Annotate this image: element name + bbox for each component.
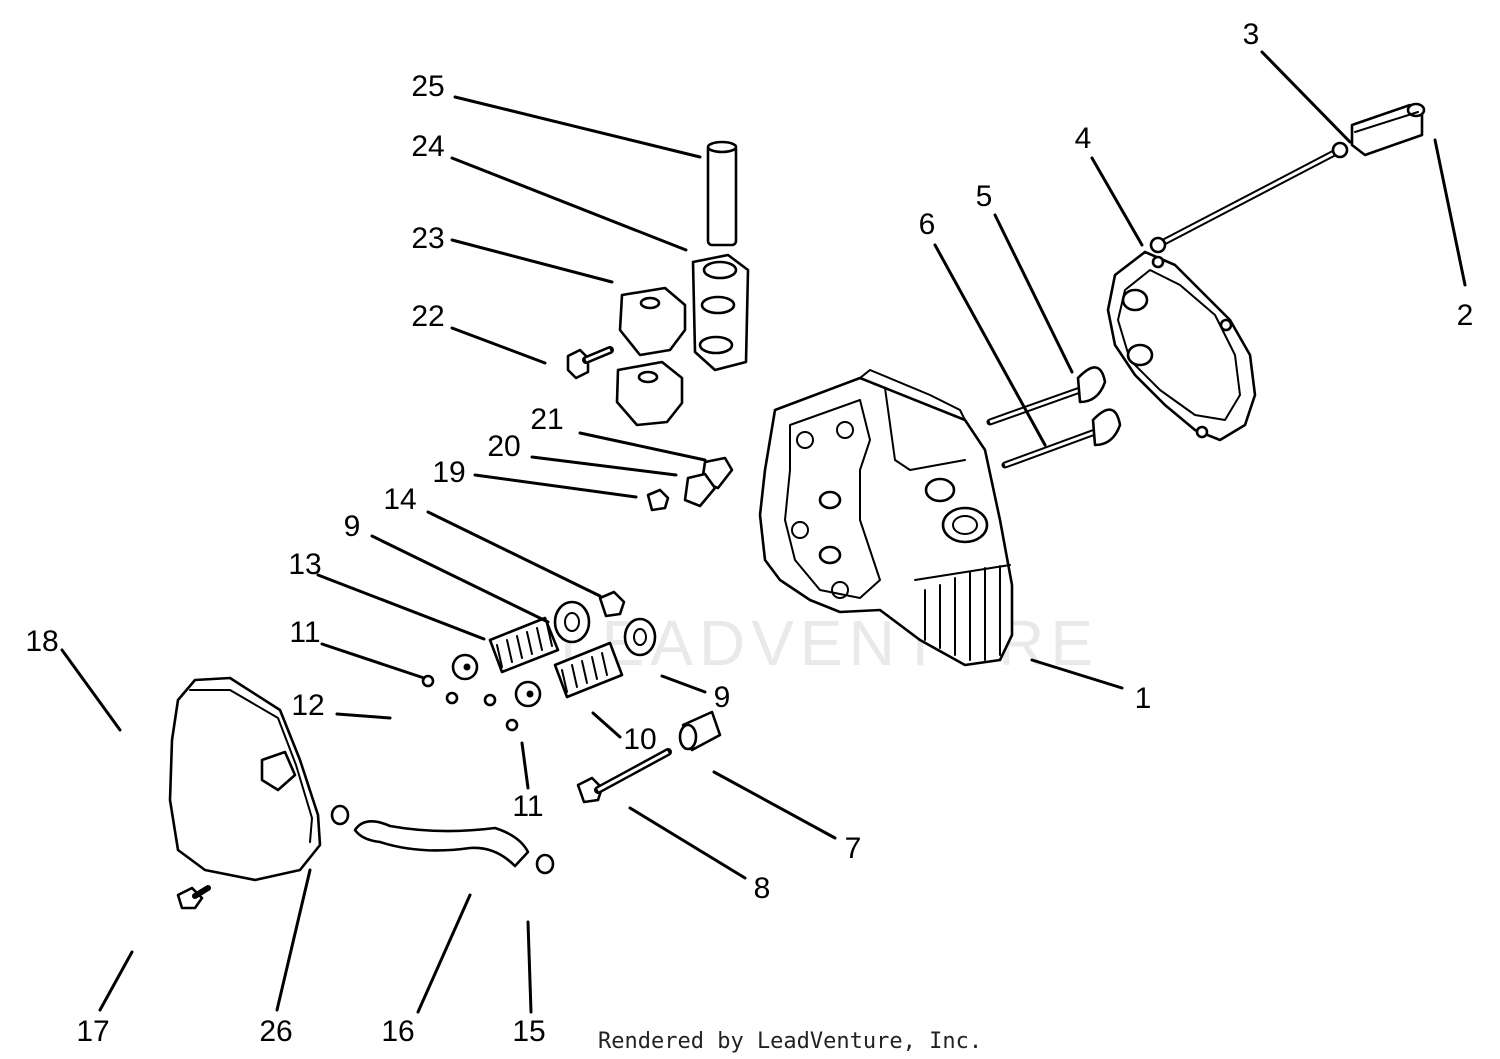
spacer-part bbox=[678, 710, 722, 752]
callout-9-upper: 9 bbox=[344, 510, 361, 543]
leader-line-3 bbox=[1260, 50, 1352, 144]
valve-tappet-part bbox=[1350, 102, 1426, 157]
leader-line-2 bbox=[1433, 138, 1467, 287]
push-rod-part bbox=[1149, 141, 1349, 254]
callout-13: 13 bbox=[288, 548, 321, 581]
leader-line-18 bbox=[60, 648, 122, 732]
cylinder-head-part bbox=[758, 369, 1014, 667]
valve-spring-lower-part bbox=[553, 641, 624, 699]
callout-20: 20 bbox=[487, 430, 520, 463]
callout-25: 25 bbox=[411, 70, 444, 103]
leader-line-5 bbox=[993, 213, 1074, 374]
callout-19: 19 bbox=[432, 456, 465, 489]
valve-stem-cap-part bbox=[598, 590, 626, 618]
breather-hose-part bbox=[353, 820, 530, 868]
cover-screw-part bbox=[176, 885, 211, 910]
leader-line-15 bbox=[526, 920, 533, 1014]
callout-2: 2 bbox=[1457, 299, 1474, 332]
callout-1: 1 bbox=[1135, 682, 1152, 715]
valve-cover-part bbox=[168, 676, 322, 882]
callout-12: 12 bbox=[291, 689, 324, 722]
valve-spring-upper-part bbox=[488, 616, 560, 674]
callout-22: 22 bbox=[411, 300, 444, 333]
rocker-arm-lower-part bbox=[615, 360, 684, 427]
callout-6: 6 bbox=[919, 208, 936, 241]
exhaust-valve-part bbox=[1001, 408, 1122, 469]
callout-16: 16 bbox=[381, 1015, 414, 1048]
callout-5: 5 bbox=[976, 180, 993, 213]
callout-10: 10 bbox=[623, 723, 656, 756]
leader-line-9b bbox=[660, 674, 707, 694]
rocker-arm-upper-part bbox=[618, 286, 687, 357]
leader-line-13 bbox=[316, 573, 486, 641]
spring-washer-part bbox=[451, 653, 479, 681]
render-credit: Rendered by LeadVenture, Inc. bbox=[598, 1029, 982, 1054]
leader-line-22 bbox=[450, 326, 547, 365]
callout-15: 15 bbox=[512, 1015, 545, 1048]
leader-line-23 bbox=[450, 238, 614, 284]
callout-8: 8 bbox=[754, 872, 771, 905]
leader-line-19 bbox=[473, 473, 638, 499]
leader-line-14 bbox=[426, 510, 602, 598]
leader-line-4 bbox=[1090, 156, 1144, 247]
leader-line-6 bbox=[933, 243, 1047, 447]
leader-line-26 bbox=[275, 868, 312, 1012]
leader-line-8 bbox=[628, 806, 747, 880]
callout-18: 18 bbox=[25, 625, 58, 658]
callout-21: 21 bbox=[530, 403, 563, 436]
callout-11-upper: 11 bbox=[289, 616, 320, 649]
callout-11-lower: 11 bbox=[512, 790, 543, 823]
plate-screw-part bbox=[646, 488, 670, 512]
leader-line-17 bbox=[98, 950, 134, 1012]
callout-23: 23 bbox=[411, 222, 444, 255]
callout-9-lower: 9 bbox=[714, 681, 731, 714]
valve-rotator-part bbox=[514, 680, 542, 708]
leader-line-9a bbox=[370, 534, 550, 624]
callout-4: 4 bbox=[1075, 122, 1092, 155]
leader-line-24 bbox=[450, 156, 688, 252]
breather-plate-part bbox=[683, 456, 734, 508]
bracket-bolt-part bbox=[566, 346, 614, 380]
callout-3: 3 bbox=[1243, 18, 1260, 51]
leader-line-16 bbox=[416, 893, 472, 1014]
callout-7: 7 bbox=[845, 832, 862, 865]
leader-line-11a bbox=[320, 642, 426, 680]
leader-line-20 bbox=[530, 455, 678, 477]
spring-retainer-upper-part bbox=[553, 600, 591, 644]
leader-line-7 bbox=[712, 770, 837, 840]
callout-14: 14 bbox=[383, 483, 416, 516]
rocker-shaft-part bbox=[706, 140, 738, 247]
leader-line-25 bbox=[453, 95, 702, 159]
callout-26: 26 bbox=[259, 1015, 292, 1048]
valve-keeper-part bbox=[421, 674, 519, 732]
leader-line-21 bbox=[578, 431, 707, 462]
leader-lines bbox=[60, 50, 1467, 1014]
callout-17: 17 bbox=[76, 1015, 109, 1048]
rocker-bracket-part bbox=[691, 253, 750, 372]
intake-valve-part bbox=[986, 366, 1107, 426]
head-bolt-part bbox=[576, 748, 672, 804]
leader-line-12 bbox=[335, 712, 392, 720]
callout-24: 24 bbox=[411, 130, 444, 163]
leader-line-10 bbox=[591, 711, 622, 739]
spring-retainer-lower-part bbox=[623, 617, 657, 657]
hose-clamp-part bbox=[330, 804, 555, 875]
leader-line-1 bbox=[1030, 658, 1124, 690]
head-gasket-part bbox=[1106, 250, 1257, 442]
leader-line-11b bbox=[520, 741, 530, 790]
callout-labels: 1 2 3 4 5 6 7 8 9 9 10 11 11 12 13 14 15… bbox=[25, 18, 1473, 1048]
